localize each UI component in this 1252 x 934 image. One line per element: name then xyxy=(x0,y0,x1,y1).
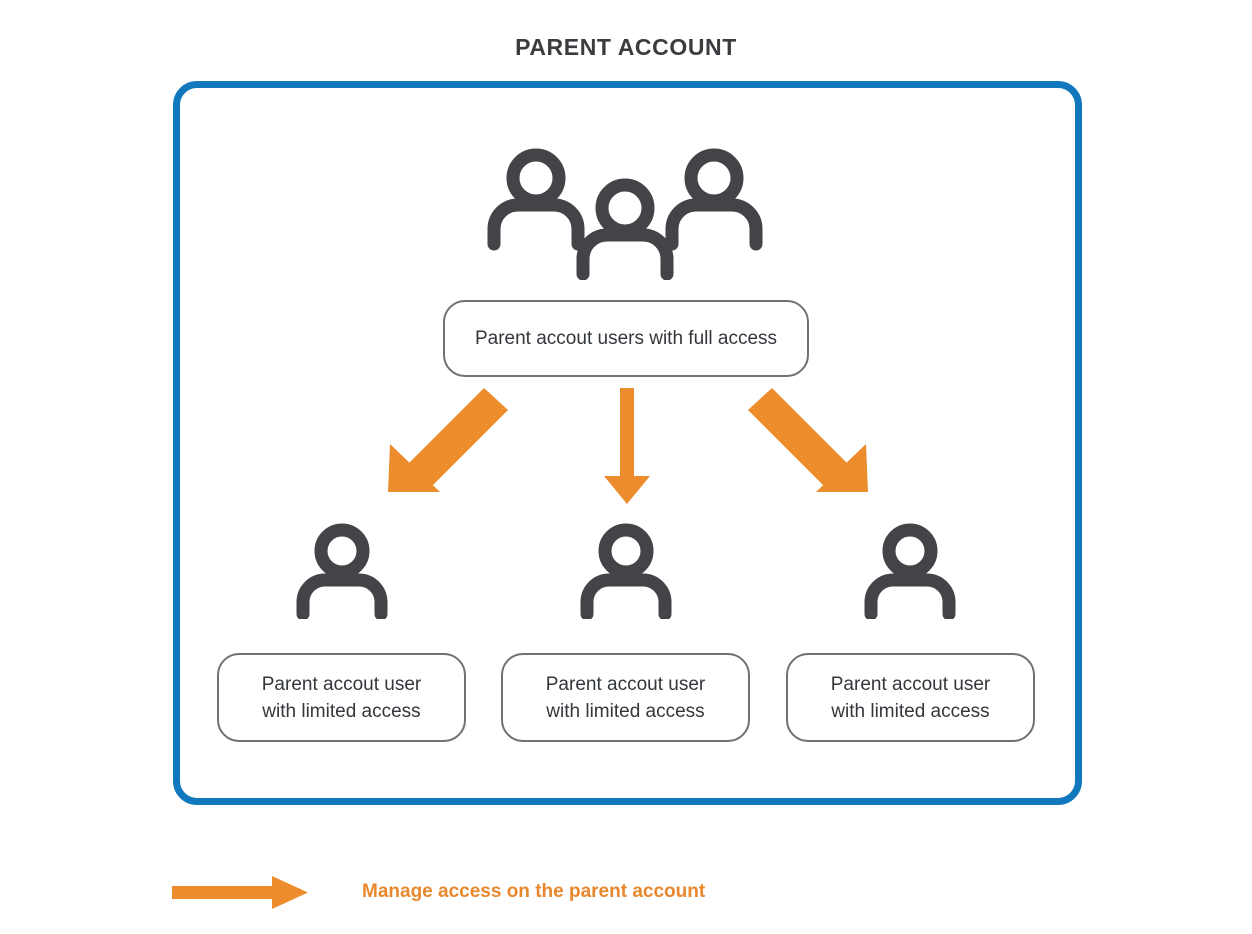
node-limited-access-2: Parent accout user with limited access xyxy=(501,653,750,742)
node-limited-access-3-line2: with limited access xyxy=(831,700,990,722)
right-arrow-icon xyxy=(172,874,308,910)
node-limited-access-1-line2: with limited access xyxy=(262,700,421,722)
person-icon xyxy=(864,523,956,621)
arrow-down-left-icon xyxy=(388,388,508,492)
node-limited-access-1: Parent accout user with limited access xyxy=(217,653,466,742)
three-people-icon xyxy=(480,146,770,281)
legend-label: Manage access on the parent account xyxy=(362,881,706,902)
arrow-down-icon xyxy=(596,388,656,504)
node-limited-access-3-line1: Parent accout user xyxy=(830,673,991,695)
node-limited-access-2-line2: with limited access xyxy=(546,700,705,722)
node-limited-access-2-line1: Parent accout user xyxy=(545,673,706,695)
person-icon xyxy=(296,523,388,621)
node-limited-access-3: Parent accout user with limited access xyxy=(786,653,1035,742)
node-limited-access-1-line1: Parent accout user xyxy=(261,673,422,695)
person-icon xyxy=(580,523,672,621)
node-parent-full-access: Parent accout users with full access xyxy=(443,300,809,377)
page-title: PARENT ACCOUNT xyxy=(515,34,737,60)
legend: Manage access on the parent account xyxy=(172,866,872,918)
arrow-down-right-icon xyxy=(748,388,868,492)
node-parent-full-access-label: Parent accout users with full access xyxy=(474,328,778,349)
